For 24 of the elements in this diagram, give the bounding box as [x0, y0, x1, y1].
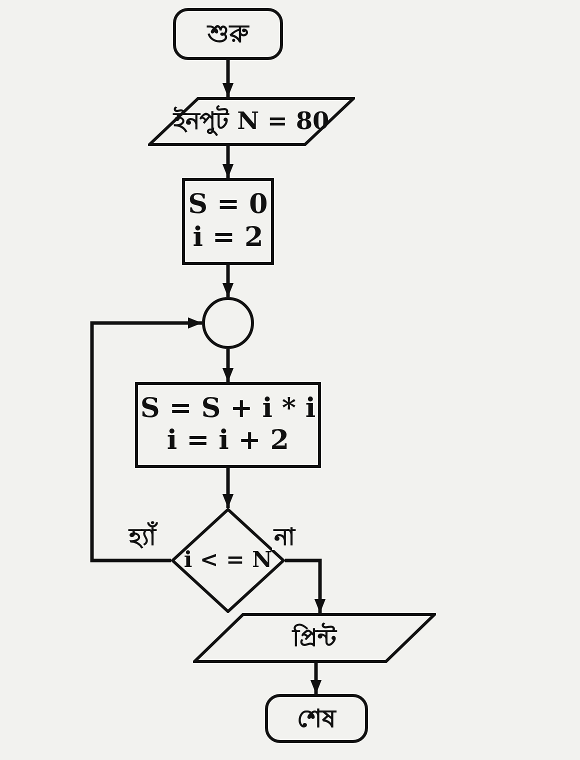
node-text: S = S + i * i — [140, 392, 316, 425]
terminal-box — [265, 694, 368, 743]
node-text: শেষ — [297, 704, 336, 734]
connector-circle — [202, 297, 254, 349]
node-text: i = i + 2 — [166, 425, 290, 458]
arrow — [285, 558, 326, 613]
node-text: S = 0 — [188, 189, 268, 222]
node-text: প্রিন্ট — [292, 624, 336, 652]
arrow — [222, 60, 234, 97]
node-text: শুরু — [208, 19, 248, 49]
input-output-parallelogram — [148, 97, 355, 146]
arrow — [222, 265, 234, 297]
process-box — [135, 382, 321, 468]
process-box — [182, 178, 274, 265]
arrow — [222, 468, 234, 508]
input-output-parallelogram — [193, 613, 436, 663]
node-text: i < = N — [184, 547, 272, 574]
edge-label: না — [272, 524, 297, 550]
arrow — [90, 317, 202, 562]
arrow — [222, 146, 234, 178]
terminal-box — [173, 8, 283, 60]
arrow — [222, 349, 234, 382]
arrow — [310, 663, 322, 694]
node-text: i = 2 — [192, 222, 264, 254]
